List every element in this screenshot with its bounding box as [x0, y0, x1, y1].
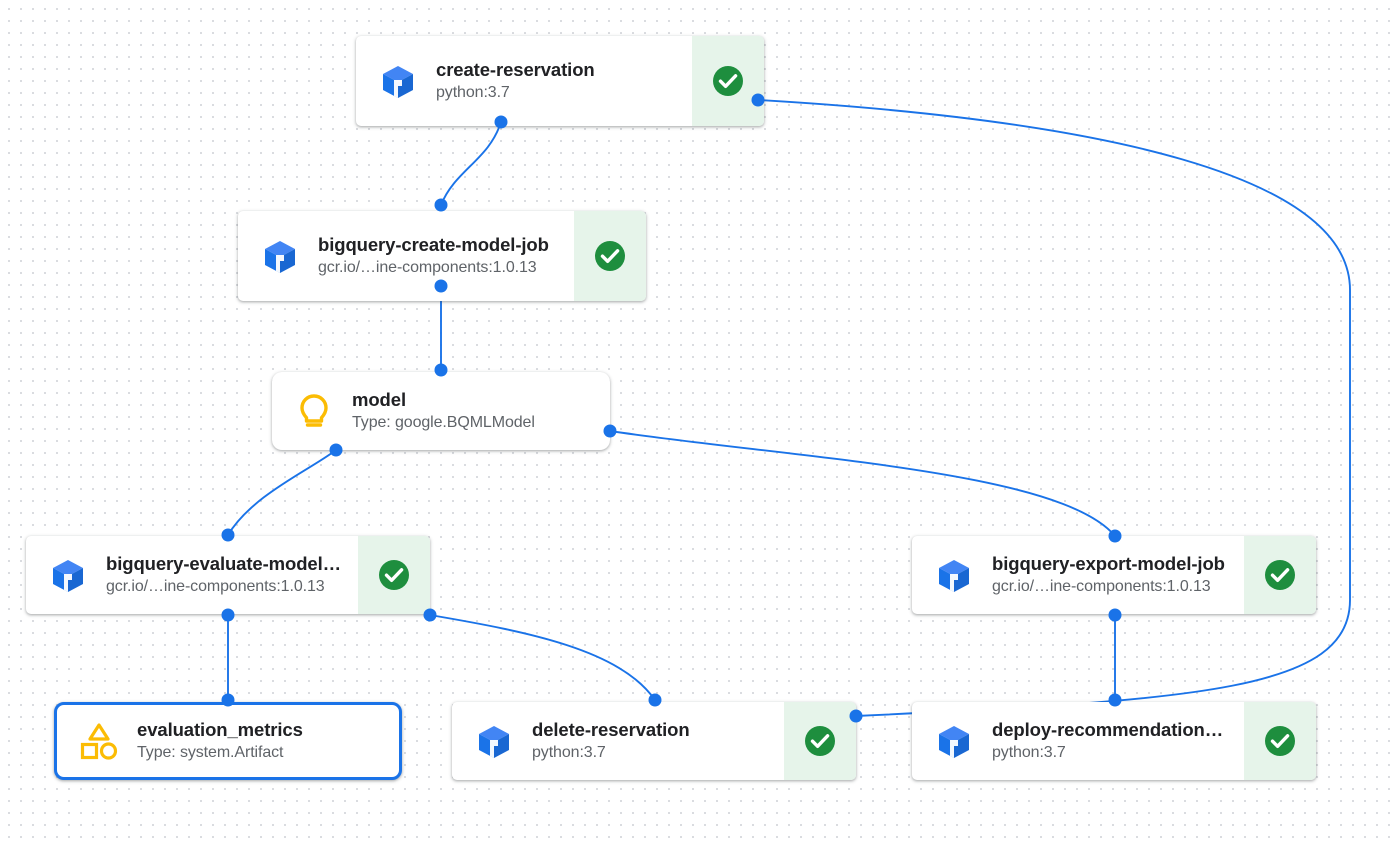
node-title: delete-reservation: [532, 719, 690, 740]
check-circle-icon: [379, 560, 409, 590]
port-delete-reservation-right[interactable]: [849, 709, 863, 723]
node-body: delete-reservation python:3.7: [452, 702, 784, 780]
port-bigquery-evaluate-model-job-top[interactable]: [221, 528, 235, 542]
artifact-shapes-icon: [77, 719, 121, 763]
lightbulb-icon: [292, 389, 336, 433]
port-create-reservation-bottom[interactable]: [494, 115, 508, 129]
port-evaluation_metrics-top[interactable]: [221, 693, 235, 707]
lightbulb-icon: [300, 394, 328, 427]
port-bigquery-export-model-job-bottom[interactable]: [1108, 608, 1122, 622]
node-text: delete-reservation python:3.7: [516, 718, 784, 764]
node-text: deploy-recommendation… python:3.7: [976, 718, 1244, 764]
port-bigquery-create-model-job-top[interactable]: [434, 198, 448, 212]
node-bigquery-create-model-job[interactable]: bigquery-create-model-job gcr.io/…ine-com…: [238, 211, 646, 301]
node-text: bigquery-evaluate-model… gcr.io/…ine-comp…: [90, 552, 358, 598]
cube-icon: [258, 234, 302, 278]
node-title: bigquery-export-model-job: [992, 553, 1225, 574]
cube-icon: [932, 553, 976, 597]
node-subtitle: python:3.7: [532, 744, 606, 761]
port-bigquery-evaluate-model-job-right[interactable]: [423, 608, 437, 622]
check-circle-icon: [1265, 726, 1295, 756]
node-title: bigquery-evaluate-model…: [106, 553, 342, 574]
node-bigquery-evaluate-model-job[interactable]: bigquery-evaluate-model… gcr.io/…ine-comp…: [26, 536, 430, 614]
node-title: model: [352, 389, 406, 410]
node-body: bigquery-create-model-job gcr.io/…ine-com…: [238, 211, 574, 301]
node-text: bigquery-export-model-job gcr.io/…ine-com…: [976, 552, 1244, 598]
cube-icon: [939, 560, 969, 592]
status-badge-success: [1244, 536, 1316, 614]
check-circle-icon: [595, 241, 625, 271]
node-title: evaluation_metrics: [137, 719, 303, 740]
check-circle-icon: [1265, 560, 1295, 590]
node-text: create-reservation python:3.7: [420, 58, 692, 104]
cube-icon: [939, 726, 969, 758]
cube-icon: [46, 553, 90, 597]
node-subtitle: python:3.7: [436, 84, 510, 101]
node-body: bigquery-evaluate-model… gcr.io/…ine-comp…: [26, 536, 358, 614]
status-badge-success: [574, 211, 646, 301]
node-bigquery-export-model-job[interactable]: bigquery-export-model-job gcr.io/…ine-com…: [912, 536, 1316, 614]
artifact-shapes-icon: [80, 723, 118, 760]
edge-model-to-bigquery-evaluate-model-job: [227, 449, 337, 536]
cube-icon: [932, 719, 976, 763]
port-model-top[interactable]: [434, 363, 448, 377]
cube-icon: [265, 241, 295, 273]
node-subtitle: Type: system.Artifact: [137, 744, 284, 761]
status-badge-success: [358, 536, 430, 614]
node-subtitle: gcr.io/…ine-components:1.0.13: [992, 578, 1211, 595]
port-create-reservation-right[interactable]: [751, 93, 765, 107]
cube-icon: [383, 66, 413, 98]
port-model-bottom[interactable]: [329, 443, 343, 457]
edge-bigquery-evaluate-model-job-to-delete-reservation: [429, 614, 656, 701]
edge-model-to-bigquery-export-model-job: [609, 430, 1116, 537]
edge-create-reservation-to-delete-reservation: [757, 99, 1351, 717]
check-circle-icon: [805, 726, 835, 756]
port-deploy-recommendation-model-top[interactable]: [1108, 693, 1122, 707]
cube-icon: [376, 59, 420, 103]
node-title: deploy-recommendation…: [992, 719, 1224, 740]
node-body: create-reservation python:3.7: [356, 36, 692, 126]
node-body: deploy-recommendation… python:3.7: [912, 702, 1244, 780]
node-body: bigquery-export-model-job gcr.io/…ine-com…: [912, 536, 1244, 614]
edge-create-reservation-to-bigquery-create-model-job: [440, 121, 502, 206]
port-model-right[interactable]: [603, 424, 617, 438]
cube-icon: [479, 726, 509, 758]
port-delete-reservation-top[interactable]: [648, 693, 662, 707]
status-badge-success: [784, 702, 856, 780]
node-create-reservation[interactable]: create-reservation python:3.7: [356, 36, 764, 126]
node-text: bigquery-create-model-job gcr.io/…ine-com…: [302, 233, 574, 279]
check-circle-icon: [713, 66, 743, 96]
port-bigquery-evaluate-model-job-bottom[interactable]: [221, 608, 235, 622]
port-bigquery-export-model-job-top[interactable]: [1108, 529, 1122, 543]
cube-icon: [472, 719, 516, 763]
cube-icon: [53, 560, 83, 592]
status-badge-success: [1244, 702, 1316, 780]
node-subtitle: gcr.io/…ine-components:1.0.13: [106, 578, 325, 595]
node-title: bigquery-create-model-job: [318, 234, 549, 255]
node-subtitle: python:3.7: [992, 744, 1066, 761]
status-badge-success: [692, 36, 764, 126]
node-title: create-reservation: [436, 59, 595, 80]
node-delete-reservation[interactable]: delete-reservation python:3.7: [452, 702, 856, 780]
node-subtitle: gcr.io/…ine-components:1.0.13: [318, 259, 537, 276]
node-subtitle: Type: google.BQMLModel: [352, 414, 535, 431]
port-bigquery-create-model-job-bottom[interactable]: [434, 279, 448, 293]
node-deploy-recommendation-model[interactable]: deploy-recommendation… python:3.7: [912, 702, 1316, 780]
